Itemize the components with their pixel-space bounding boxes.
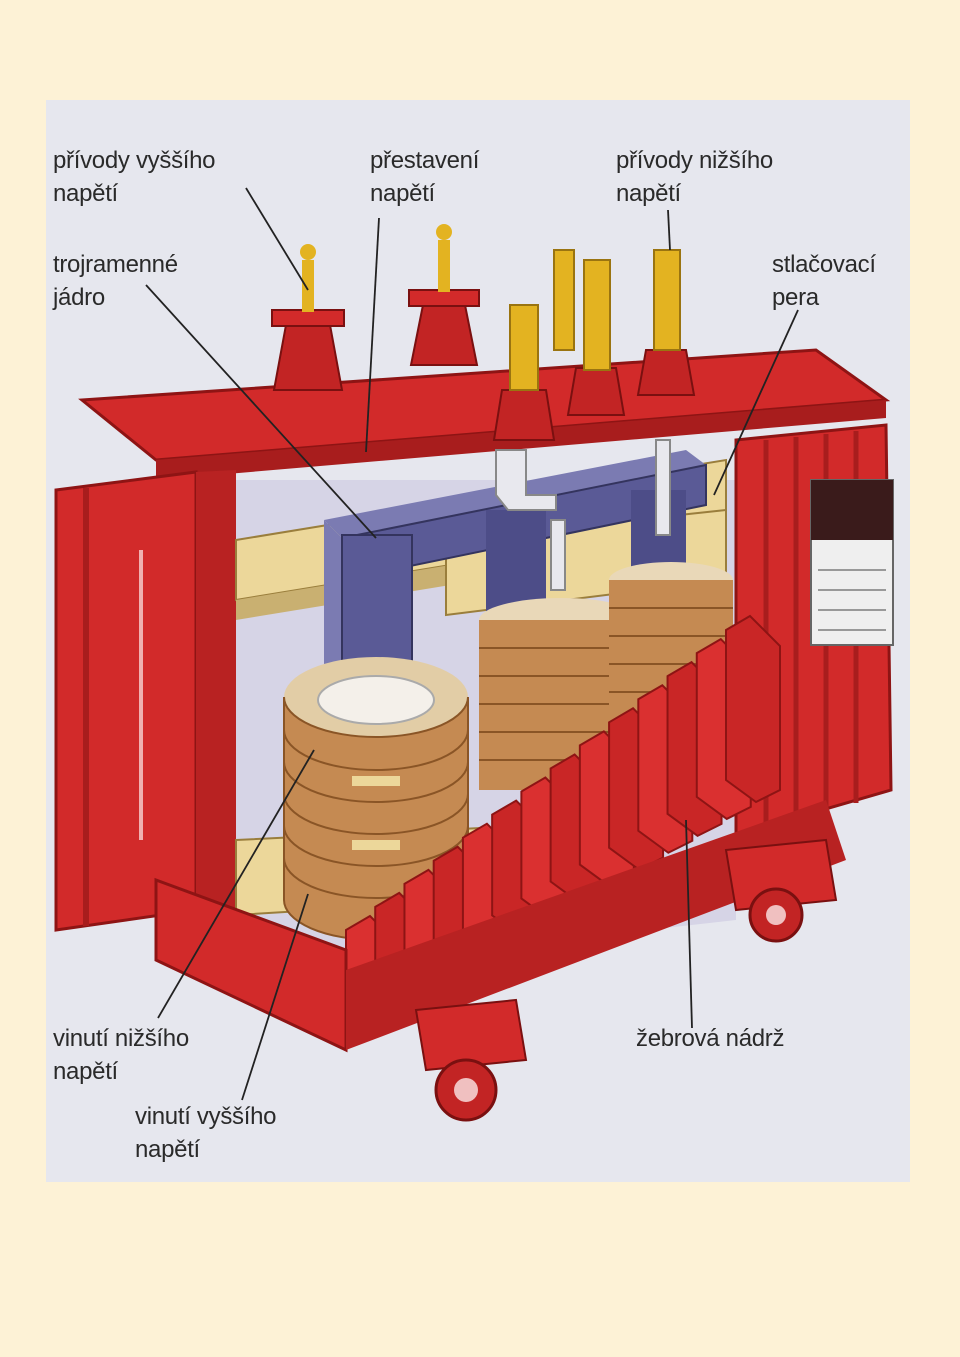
lv-bushings <box>492 249 696 441</box>
label-tank-line1: žebrová nádrž <box>636 1025 785 1052</box>
label-hv-leads: přívody vyššího napětí <box>53 144 216 210</box>
label-springs-line1: stlačovací <box>772 251 876 278</box>
transformer-illustration <box>54 187 894 1122</box>
label-hv-leads-line2: napětí <box>53 180 118 207</box>
label-lv-leads-line2: napětí <box>616 180 681 207</box>
leader-lines <box>145 187 799 1101</box>
label-hv-leads-line1: přívody vyššího <box>53 147 216 174</box>
label-lv-winding-line1: vinutí nižšího <box>53 1025 189 1052</box>
label-lv-winding: vinutí nižšího napětí <box>53 1022 189 1088</box>
label-hv-winding-line1: vinutí vyššího <box>135 1103 277 1130</box>
tank-wall-left <box>196 470 236 938</box>
label-tap-changer-line2: napětí <box>370 180 435 207</box>
label-tank: žebrová nádrž <box>636 1022 784 1055</box>
label-core: trojramenné jádro <box>53 248 178 314</box>
label-core-line1: trojramenné <box>53 251 178 278</box>
label-core-line2: jádro <box>53 284 105 311</box>
label-tap-changer: přestavení napětí <box>370 144 479 210</box>
fin <box>725 614 781 804</box>
hv-bushings <box>271 224 480 391</box>
label-springs: stlačovací pera <box>772 248 876 314</box>
label-lv-leads: přívody nižšího napětí <box>616 144 773 210</box>
left-radiator-panel <box>54 470 198 932</box>
label-springs-line2: pera <box>772 284 819 311</box>
label-tap-changer-line1: přestavení <box>370 147 480 174</box>
diagram-panel: přívody vyššího napětí přestavení napětí… <box>46 100 910 1182</box>
lv-connection-bars <box>495 439 671 591</box>
label-hv-winding-line2: napětí <box>135 1136 200 1163</box>
label-lv-winding-line2: napětí <box>53 1058 118 1085</box>
label-lv-leads-line1: přívody nižšího <box>616 147 773 174</box>
wheels <box>414 838 838 1122</box>
label-hv-winding: vinutí vyššího napětí <box>135 1100 277 1166</box>
